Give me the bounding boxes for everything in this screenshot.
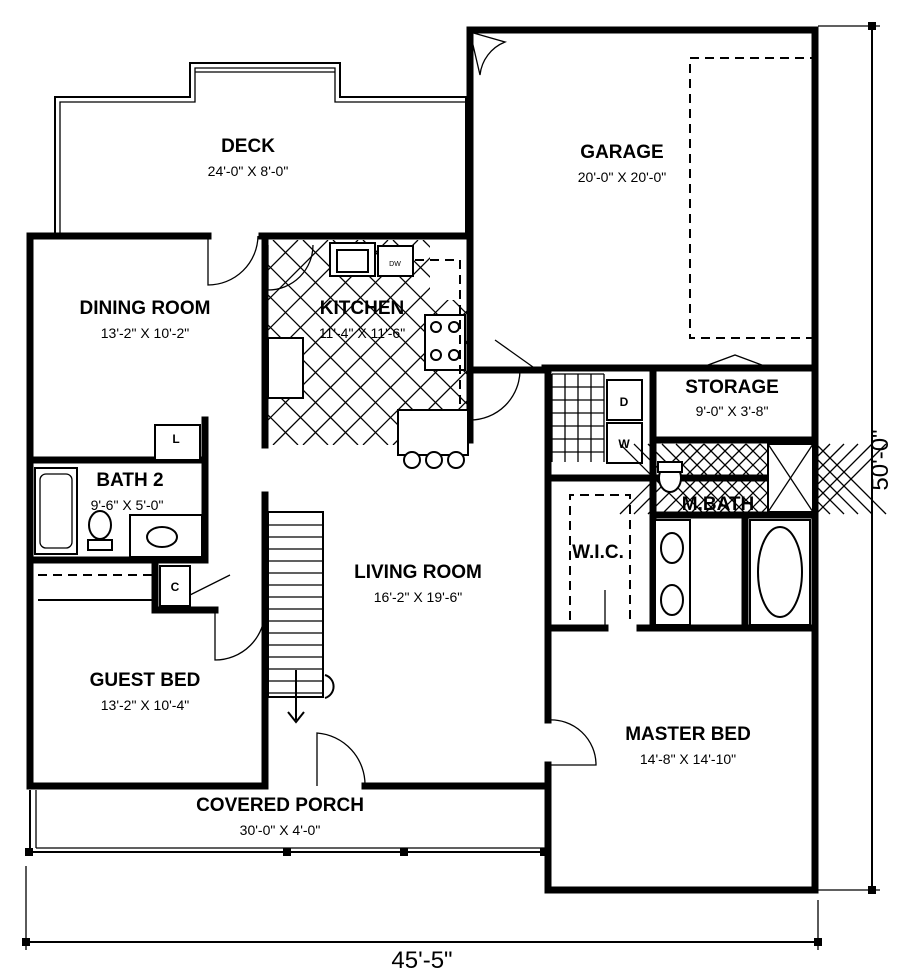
kitchen: DW — [267, 240, 469, 469]
kitchen-label: KITCHEN — [320, 298, 404, 319]
kitchen-size: 11'-4" X 11'-6" — [319, 325, 405, 341]
guest-bed-label: GUEST BED — [90, 670, 201, 691]
walk-in-closet-label: W.I.C. — [572, 542, 624, 563]
storage-label: STORAGE — [685, 377, 779, 398]
guest-bed: C — [38, 565, 266, 661]
master-bed — [547, 719, 597, 766]
svg-text:W: W — [618, 437, 630, 451]
dining-room-label: DINING ROOM — [80, 298, 211, 319]
svg-text:DW: DW — [389, 261, 401, 268]
garage — [466, 26, 819, 372]
dining-room-size: 13'-2" X 10'-2" — [101, 325, 189, 341]
covered-porch-size: 30'-0" X 4'-0" — [240, 822, 321, 838]
living-room-size: 16'-2" X 19'-6" — [374, 589, 462, 605]
deck — [54, 62, 467, 236]
deck-label: DECK — [221, 136, 275, 157]
entry-door — [316, 732, 366, 787]
dining-room — [207, 235, 259, 286]
walk-in-closet — [569, 494, 631, 628]
bath-2-size: 9'-6" X 5'-0" — [91, 497, 164, 513]
svg-text:C: C — [171, 580, 180, 594]
garage-size: 20'-0" X 20'-0" — [578, 169, 666, 185]
storage — [699, 354, 771, 369]
covered-porch — [25, 785, 548, 856]
bath-2-label: BATH 2 — [96, 470, 163, 491]
master-bed-label: MASTER BED — [625, 724, 751, 745]
living-room-label: LIVING ROOM — [354, 562, 482, 583]
overall-width-label: 45'-5" — [391, 947, 452, 974]
svg-text:D: D — [620, 395, 629, 409]
overall-depth-dimension: 50'-0" — [818, 22, 894, 894]
garage-label: GARAGE — [580, 142, 663, 163]
covered-porch-label: COVERED PORCH — [196, 795, 364, 816]
master-bath — [619, 443, 887, 626]
room-labels: DECK 24'-0" X 8'-0" GARAGE 20'-0" X 20'-… — [80, 136, 779, 838]
bath-2: L — [34, 424, 203, 558]
deck-size: 24'-0" X 8'-0" — [208, 163, 289, 179]
master-bath-label: M.BATH — [682, 494, 754, 515]
overall-depth-label: 50'-0" — [867, 429, 894, 490]
laundry: D W — [469, 339, 643, 464]
storage-size: 9'-0" X 3'-8" — [696, 403, 769, 419]
stairs — [267, 511, 335, 724]
svg-text:L: L — [172, 432, 179, 446]
master-bed-size: 14'-8" X 14'-10" — [640, 751, 736, 767]
guest-bed-size: 13'-2" X 10'-4" — [101, 697, 189, 713]
overall-width-dimension: 45'-5" — [22, 866, 822, 974]
